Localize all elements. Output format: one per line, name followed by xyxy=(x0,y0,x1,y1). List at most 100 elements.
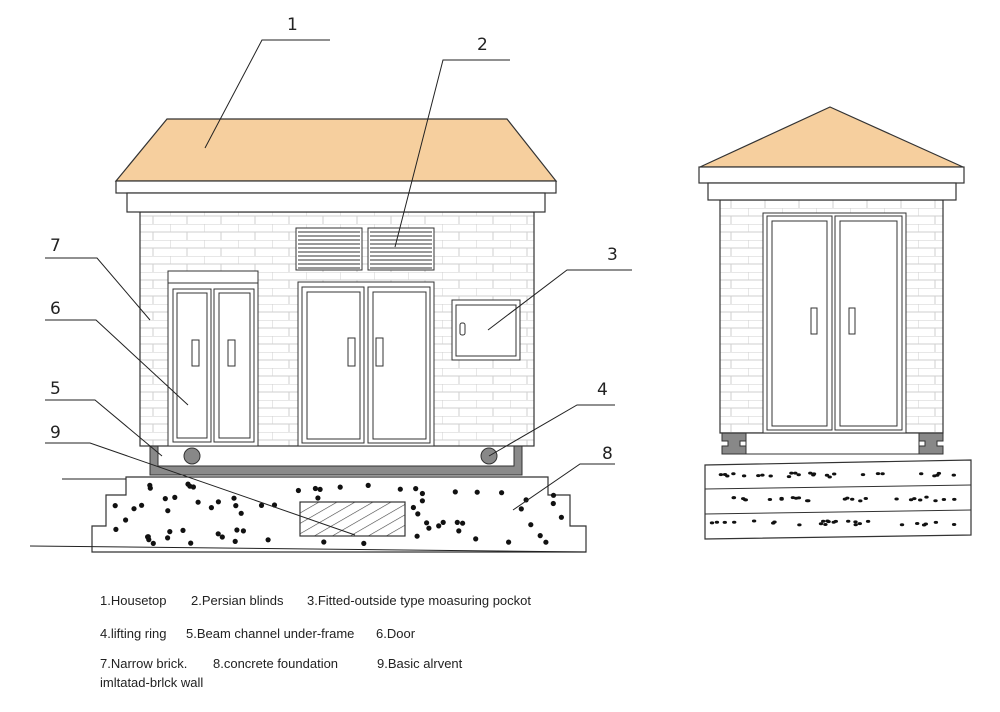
aggregate-dot xyxy=(751,519,757,523)
side-foundation-aggregate xyxy=(709,471,957,527)
side-under-frame xyxy=(721,432,747,455)
aggregate-dot xyxy=(321,539,327,545)
callout-4: 4 xyxy=(597,380,608,400)
aggregate-dot xyxy=(165,508,171,514)
callout-3: 3 xyxy=(607,245,618,265)
aggregate-dot xyxy=(123,517,129,523)
aggregate-dot xyxy=(172,494,178,500)
aggregate-dot xyxy=(167,529,173,535)
aggregate-dot xyxy=(528,522,534,528)
aggregate-dot xyxy=(779,497,784,501)
aggregate-dot xyxy=(188,540,194,546)
aggregate-dot xyxy=(337,484,343,490)
aggregate-dot xyxy=(756,474,761,478)
aggregate-dot xyxy=(537,533,543,539)
aggregate-dot xyxy=(857,522,862,526)
aggregate-dot xyxy=(454,519,460,526)
aggregate-dot xyxy=(113,526,119,533)
aggregate-dot xyxy=(725,474,730,478)
callout-8: 8 xyxy=(602,444,613,464)
aggregate-dot xyxy=(860,473,866,477)
side-building xyxy=(698,106,972,540)
aggregate-dot xyxy=(908,498,914,502)
aggregate-dot xyxy=(912,497,917,501)
leader-5 xyxy=(45,399,163,457)
persian-blinds xyxy=(295,227,435,271)
aggregate-dot xyxy=(452,489,458,495)
aggregate-dot xyxy=(147,485,153,491)
aggregate-dot xyxy=(165,535,171,541)
aggregate-dot xyxy=(731,496,737,500)
callout-numbers: 1 2 3 4 5 6 7 8 9 xyxy=(50,15,618,464)
leader-3 xyxy=(487,269,632,331)
aggregate-dot xyxy=(413,486,419,492)
foundation-aggregate xyxy=(112,481,565,547)
concrete-foundation-side xyxy=(704,459,972,540)
aggregate-dot xyxy=(558,514,565,520)
aggregate-dot xyxy=(397,486,403,492)
aggregate-dot xyxy=(899,523,905,527)
aggregate-dot xyxy=(550,500,556,507)
aggregate-dot xyxy=(951,523,957,526)
aggregate-dot xyxy=(473,536,479,542)
side-housetop xyxy=(699,106,964,168)
aggregate-dot xyxy=(714,520,720,524)
aggregate-dot xyxy=(933,499,938,503)
aggregate-dot xyxy=(315,495,321,501)
aggregate-dot xyxy=(215,531,221,537)
aggregate-dot xyxy=(952,497,957,501)
door-left xyxy=(167,270,259,447)
aggregate-dot xyxy=(875,472,881,476)
legend-air-vent: 9.Basic alrvent xyxy=(377,656,463,671)
aggregate-dot xyxy=(880,472,885,476)
aggregate-dot xyxy=(842,497,848,501)
aggregate-dot xyxy=(771,521,776,525)
aggregate-dot xyxy=(518,506,524,512)
aggregate-dot xyxy=(499,490,505,496)
aggregate-dot xyxy=(924,495,929,499)
aggregate-dot xyxy=(265,537,271,543)
aggregate-dot xyxy=(933,520,939,524)
aggregate-dot xyxy=(731,472,736,476)
aggregate-dot xyxy=(234,527,240,533)
aggregate-dot xyxy=(180,527,186,534)
aggregate-dot xyxy=(550,492,557,498)
leader-7 xyxy=(45,257,151,321)
legend-lifting-ring: 4.lifting ring xyxy=(100,626,167,641)
aggregate-dot xyxy=(456,528,462,534)
callout-2: 2 xyxy=(477,35,488,55)
aggregate-dot xyxy=(208,505,214,511)
aggregate-dot xyxy=(865,519,871,523)
side-door xyxy=(762,212,907,434)
basic-air-vent xyxy=(299,501,406,537)
aggregate-dot xyxy=(797,523,802,527)
callout-9: 9 xyxy=(50,423,61,443)
leader-9 xyxy=(45,442,356,536)
aggregate-dot xyxy=(858,499,863,503)
aggregate-dot xyxy=(361,540,367,547)
callout-1: 1 xyxy=(287,15,298,35)
aggregate-dot xyxy=(767,498,773,501)
aggregate-dot xyxy=(414,533,420,539)
aggregate-dot xyxy=(793,471,798,475)
aggregate-dot xyxy=(919,472,924,476)
aggregate-dot xyxy=(923,522,928,526)
aggregate-dot xyxy=(231,495,237,501)
aggregate-dot xyxy=(112,503,118,509)
aggregate-dot xyxy=(317,486,323,492)
aggregate-dot xyxy=(215,499,221,505)
aggregate-dot xyxy=(162,496,168,502)
aggregate-dot xyxy=(436,523,442,529)
aggregate-dot xyxy=(941,498,947,501)
aggregate-dot xyxy=(768,474,773,478)
aggregate-dot xyxy=(440,519,446,526)
aggregate-dot xyxy=(258,502,265,508)
aggregate-dot xyxy=(846,519,851,523)
aggregate-dot xyxy=(295,487,301,494)
leader-1 xyxy=(204,39,330,149)
aggregate-dot xyxy=(805,499,810,503)
aggregate-dot xyxy=(823,523,828,526)
aggregate-dot xyxy=(419,490,425,497)
aggregate-dot xyxy=(240,528,246,534)
